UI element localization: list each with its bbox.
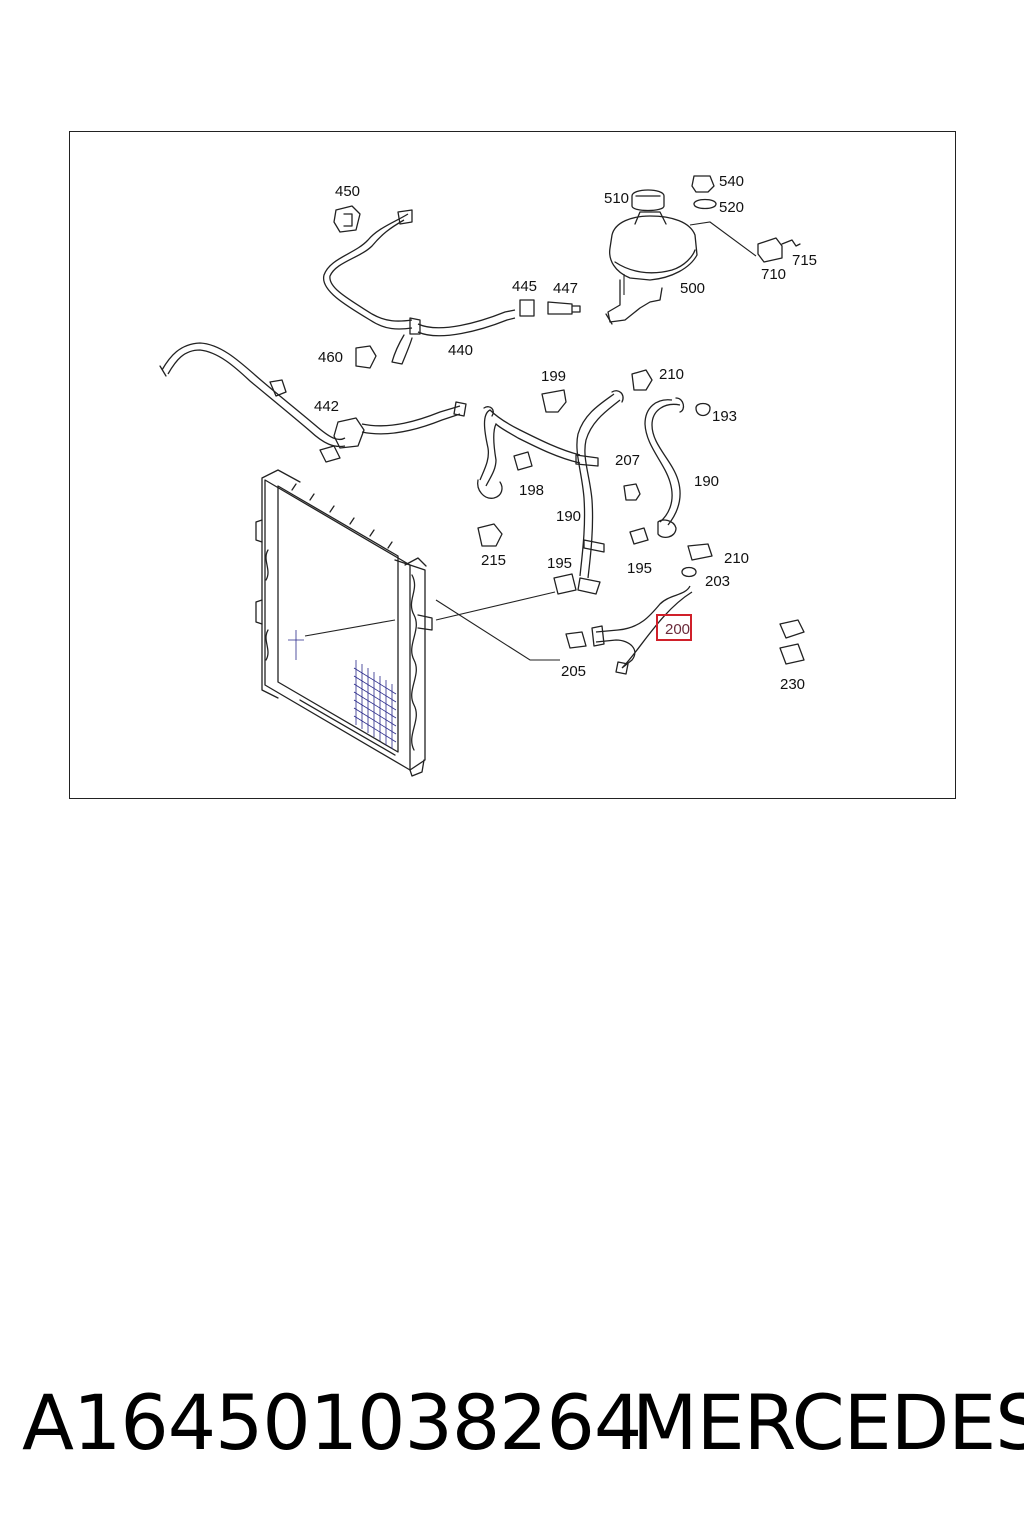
callout-715: 715 [792,252,817,269]
hose-198 [477,389,581,499]
callout-193: 193 [712,408,737,425]
callout-200: 200 [665,621,690,638]
callout-460: 460 [318,349,343,366]
caption: A164501038264 MERCEDES [0,1378,1024,1468]
hose-190-right [644,397,685,539]
callout-195-right: 195 [627,560,652,577]
radiator [255,469,560,777]
hose-442 [159,342,467,463]
callout-230: 230 [780,676,805,693]
callout-510: 510 [604,190,629,207]
callout-500: 500 [680,280,705,297]
callout-450: 450 [335,183,360,200]
diagram-frame [69,131,956,799]
callout-210-top: 210 [659,366,684,383]
callout-445: 445 [512,278,537,295]
callout-198: 198 [519,482,544,499]
hose-200 [591,585,693,675]
hose-440 [323,205,581,369]
callout-195-left: 195 [547,555,572,572]
callout-207: 207 [615,452,640,469]
callout-442: 442 [314,398,339,415]
callout-210-bottom: 210 [724,550,749,567]
hose-190-left [575,390,624,595]
clamps [477,369,805,665]
callout-440: 440 [448,342,473,359]
callout-203: 203 [705,573,730,590]
callouts: 450 540 510 520 715 710 445 447 500 460 … [314,173,817,693]
callout-447: 447 [553,280,578,297]
callout-215: 215 [481,552,506,569]
callout-540: 540 [719,173,744,190]
callout-710: 710 [761,266,786,283]
callout-520: 520 [719,199,744,216]
callout-190-left: 190 [556,508,581,525]
expansion-tank [605,175,801,325]
brand-name: MERCEDES [632,1378,1024,1467]
part-number: A164501038264 [22,1378,642,1467]
callout-205: 205 [561,663,586,680]
callout-199: 199 [541,368,566,385]
callout-200-highlight [656,614,692,641]
callout-190-right: 190 [694,473,719,490]
